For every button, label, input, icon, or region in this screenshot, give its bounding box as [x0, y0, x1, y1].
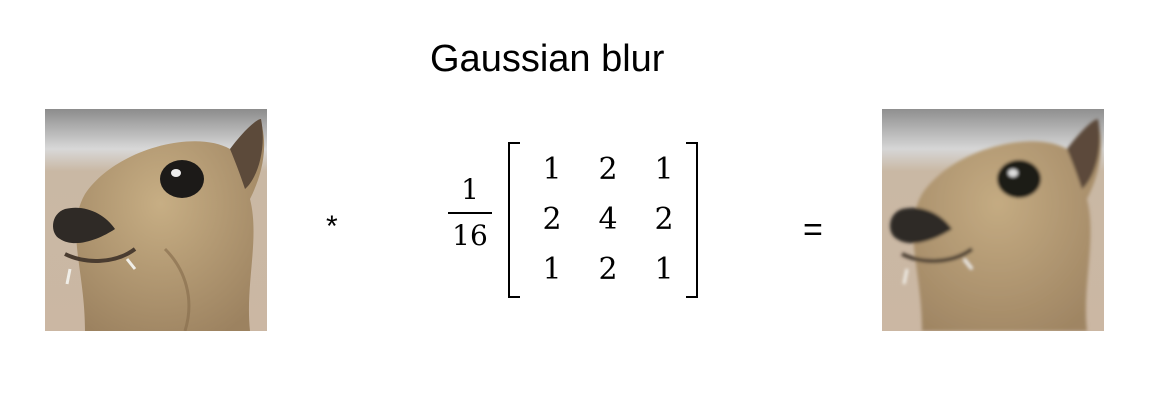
fraction-numerator: 1 [461, 173, 479, 206]
animal-photo-blurred-icon [882, 109, 1104, 331]
input-image [45, 109, 267, 331]
matrix-cell: 2 [654, 201, 674, 237]
matrix-cell: 4 [598, 201, 618, 237]
matrix-cells: 1 2 1 2 4 2 1 2 1 [524, 144, 692, 296]
matrix-cell: 2 [598, 151, 618, 187]
kernel-scale-fraction: 1 16 [446, 172, 494, 254]
kernel-matrix: 1 2 1 2 4 2 1 2 1 [508, 142, 698, 298]
fraction-bar [448, 212, 492, 214]
left-bracket [508, 142, 520, 298]
matrix-cell: 1 [542, 251, 562, 287]
convolution-operator: * [326, 210, 338, 243]
fraction-denominator: 16 [452, 219, 488, 252]
matrix-cell: 1 [654, 151, 674, 187]
matrix-cell: 2 [542, 201, 562, 237]
right-bracket [686, 142, 698, 298]
matrix-cell: 1 [654, 251, 674, 287]
matrix-cell: 2 [598, 251, 618, 287]
animal-photo-icon [45, 109, 267, 331]
output-image [882, 109, 1104, 331]
diagram-title: Gaussian blur [430, 38, 665, 80]
matrix-cell: 1 [542, 151, 562, 187]
equals-operator: = [803, 211, 823, 249]
